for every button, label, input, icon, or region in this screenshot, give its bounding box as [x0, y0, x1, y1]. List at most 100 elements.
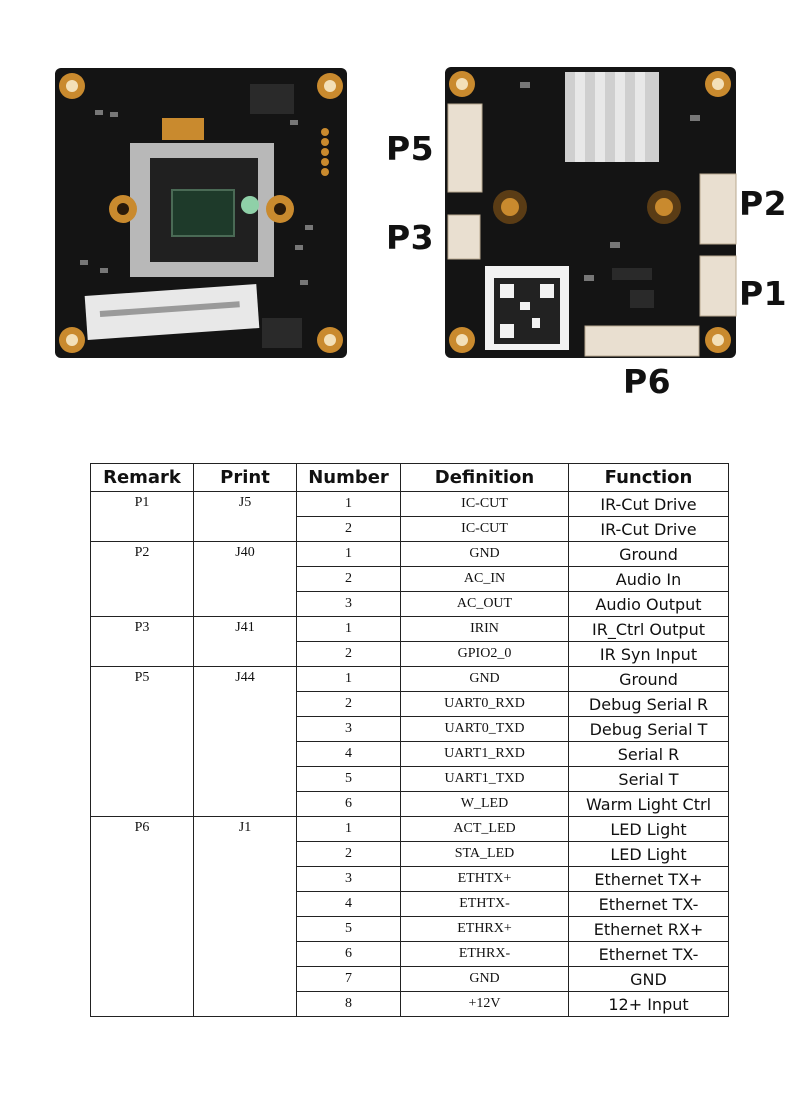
number-cell: 8 [296, 991, 401, 1017]
label-p6: P6 [623, 362, 672, 401]
number-cell: 3 [296, 591, 401, 617]
remark-cell: P1 [90, 491, 194, 542]
definition-cell: AC_IN [400, 566, 569, 592]
print-cell: J1 [193, 816, 297, 1017]
number-cell: 3 [296, 866, 401, 892]
function-cell: Ground [568, 541, 729, 567]
definition-cell: UART1_RXD [400, 741, 569, 767]
header-remark: Remark [90, 463, 194, 492]
number-cell: 1 [296, 616, 401, 642]
header-definition: Definition [400, 463, 569, 492]
board-photo [0, 0, 800, 420]
pinout-table-wrap: Remark Print Number Definition Function … [90, 463, 729, 1017]
definition-cell: UART0_RXD [400, 691, 569, 717]
function-cell: Audio In [568, 566, 729, 592]
print-cell: J5 [193, 491, 297, 542]
function-cell: Ground [568, 666, 729, 692]
number-cell: 5 [296, 766, 401, 792]
number-cell: 1 [296, 491, 401, 517]
print-cell: J44 [193, 666, 297, 817]
header-print: Print [193, 463, 297, 492]
number-cell: 3 [296, 716, 401, 742]
function-cell: Ethernet TX- [568, 941, 729, 967]
definition-cell: IC-CUT [400, 491, 569, 517]
number-cell: 1 [296, 666, 401, 692]
function-cell: Ethernet TX- [568, 891, 729, 917]
number-cell: 2 [296, 566, 401, 592]
function-cell: IR-Cut Drive [568, 516, 729, 542]
definition-cell: W_LED [400, 791, 569, 817]
number-cell: 2 [296, 641, 401, 667]
number-cell: 2 [296, 691, 401, 717]
header-number: Number [296, 463, 401, 492]
function-cell: Ethernet RX+ [568, 916, 729, 942]
function-cell: LED Light [568, 816, 729, 842]
definition-cell: ETHTX+ [400, 866, 569, 892]
number-cell: 1 [296, 541, 401, 567]
function-cell: IR-Cut Drive [568, 491, 729, 517]
definition-cell: IC-CUT [400, 516, 569, 542]
number-cell: 4 [296, 891, 401, 917]
function-cell: Serial R [568, 741, 729, 767]
label-p1: P1 [739, 274, 788, 313]
number-cell: 2 [296, 841, 401, 867]
function-cell: Serial T [568, 766, 729, 792]
board-photo-svg [55, 67, 737, 358]
definition-cell: GND [400, 666, 569, 692]
label-p3: P3 [386, 218, 435, 257]
function-cell: 12+ Input [568, 991, 729, 1017]
number-cell: 6 [296, 941, 401, 967]
function-cell: Debug Serial T [568, 716, 729, 742]
definition-cell: ETHTX- [400, 891, 569, 917]
function-cell: Debug Serial R [568, 691, 729, 717]
definition-cell: UART0_TXD [400, 716, 569, 742]
definition-cell: ETHRX+ [400, 916, 569, 942]
function-cell: Ethernet TX+ [568, 866, 729, 892]
number-cell: 5 [296, 916, 401, 942]
definition-cell: GND [400, 966, 569, 992]
print-cell: J41 [193, 616, 297, 667]
header-function: Function [568, 463, 729, 492]
definition-cell: GND [400, 541, 569, 567]
front-board [55, 68, 347, 358]
back-board [445, 67, 737, 358]
remark-cell: P2 [90, 541, 194, 617]
remark-cell: P3 [90, 616, 194, 667]
number-cell: 4 [296, 741, 401, 767]
function-cell: IR_Ctrl Output [568, 616, 729, 642]
definition-cell: ETHRX- [400, 941, 569, 967]
definition-cell: AC_OUT [400, 591, 569, 617]
remark-cell: P6 [90, 816, 194, 1017]
function-cell: LED Light [568, 841, 729, 867]
number-cell: 2 [296, 516, 401, 542]
definition-cell: GPIO2_0 [400, 641, 569, 667]
definition-cell: +12V [400, 991, 569, 1017]
definition-cell: IRIN [400, 616, 569, 642]
function-cell: Warm Light Ctrl [568, 791, 729, 817]
label-p2: P2 [739, 184, 788, 223]
number-cell: 1 [296, 816, 401, 842]
function-cell: GND [568, 966, 729, 992]
definition-cell: UART1_TXD [400, 766, 569, 792]
table-header-row: Remark Print Number Definition Function [90, 463, 729, 492]
number-cell: 6 [296, 791, 401, 817]
number-cell: 7 [296, 966, 401, 992]
definition-cell: ACT_LED [400, 816, 569, 842]
remark-cell: P5 [90, 666, 194, 817]
